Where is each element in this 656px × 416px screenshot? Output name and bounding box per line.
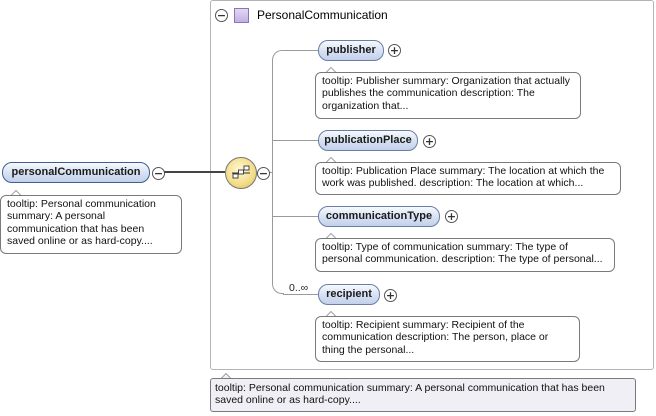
publisher-expand-icon[interactable]: + [388,44,401,57]
element-recipient[interactable]: recipient [318,284,380,305]
sequence-collapse-icon[interactable]: − [257,167,270,180]
root-connector-line [163,171,225,173]
tree-branch-line [272,50,284,294]
sequence-compositor-icon[interactable] [225,157,257,189]
recipient-expand-icon[interactable]: + [384,289,397,302]
communicationtype-tooltip: tooltip: Type of communication summary: … [315,238,615,272]
element-publisher[interactable]: publisher [318,40,384,61]
element-publicationplace[interactable]: publicationPlace [318,130,418,151]
root-tooltip-arrow [10,190,22,196]
publisher-tooltip: tooltip: Publisher summary: Organization… [315,72,581,119]
publicationplace-tooltip: tooltip: Publication Place summary: The … [315,162,621,195]
communicationtype-tooltip-arrow [325,233,337,239]
type-collapse-icon[interactable]: − [215,9,228,22]
recipient-cardinality: 0..∞ [289,282,309,294]
type-tooltip: tooltip: Personal communication summary:… [210,378,636,412]
communicationtype-expand-icon[interactable]: + [445,210,458,223]
branch-recipient [283,294,318,295]
root-element-personalcommunication[interactable]: personalCommunication [2,162,150,183]
recipient-tooltip: tooltip: Recipient summary: Recipient of… [315,316,580,362]
type-tooltip-arrow [220,373,232,379]
branch-communicationtype [273,216,318,217]
root-collapse-icon[interactable]: − [152,167,165,180]
publisher-tooltip-arrow [325,67,337,73]
type-title: PersonalCommunication [257,8,388,22]
root-tooltip: tooltip: Personal communication summary:… [0,195,182,254]
complex-type-icon [234,8,249,23]
sequence-glyph-icon [232,165,250,179]
publicationplace-expand-icon[interactable]: + [423,135,436,148]
element-communicationtype[interactable]: communicationType [318,206,440,227]
branch-publicationplace [273,140,318,141]
branch-publisher [283,50,318,51]
publicationplace-tooltip-arrow [325,157,337,163]
recipient-tooltip-arrow [325,311,337,317]
